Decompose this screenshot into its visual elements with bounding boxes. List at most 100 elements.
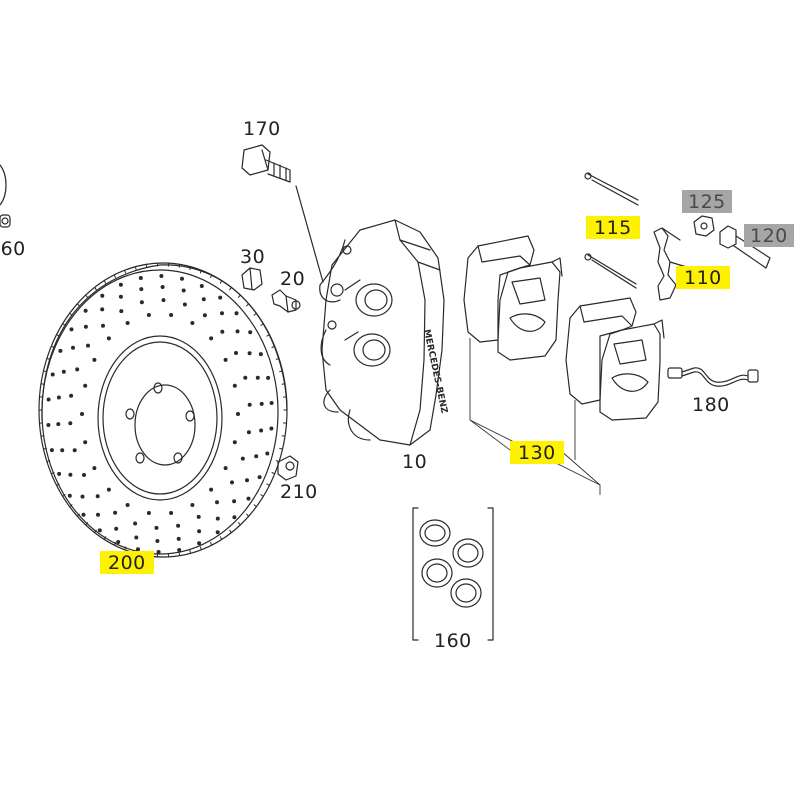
disc-hole xyxy=(119,295,123,299)
disc-hole xyxy=(182,289,186,293)
plug-210 xyxy=(278,456,298,480)
disc-drill-holes xyxy=(46,274,273,554)
disc-hole xyxy=(159,274,163,278)
disc-hole xyxy=(209,488,213,492)
disc-hole xyxy=(68,473,72,477)
disc-hole xyxy=(47,398,51,402)
callout-170: 170 xyxy=(243,118,281,140)
disc-hole xyxy=(68,421,72,425)
disc-hole xyxy=(269,427,273,431)
disc-hole xyxy=(258,475,262,479)
disc-hole xyxy=(162,298,166,302)
disc-hole xyxy=(209,336,213,340)
disc-hole xyxy=(270,401,274,405)
disc-hole xyxy=(256,376,260,380)
disc-hole xyxy=(202,297,206,301)
disc-hole xyxy=(197,541,201,545)
wear-sensor-180 xyxy=(668,368,758,386)
callout-120: 120 xyxy=(744,224,794,247)
disc-hole xyxy=(46,423,50,427)
disc-hole xyxy=(157,550,161,554)
callout-115: 115 xyxy=(586,216,640,239)
disc-hole xyxy=(259,352,263,356)
disc-hole xyxy=(119,309,123,313)
disc-hole xyxy=(254,454,258,458)
disc-hole xyxy=(107,488,111,492)
spring-clip-110 xyxy=(654,228,690,300)
bolt-260 xyxy=(0,165,10,227)
disc-hole xyxy=(50,448,54,452)
disc-hole xyxy=(180,277,184,281)
disc-hole xyxy=(51,373,55,377)
disc-hole xyxy=(243,376,247,380)
disc-hole xyxy=(98,528,102,532)
disc-hole xyxy=(107,336,111,340)
disc-hole xyxy=(216,530,220,534)
disc-hole xyxy=(133,522,137,526)
disc-hole xyxy=(69,394,73,398)
disc-hole xyxy=(235,311,239,315)
disc-hole xyxy=(82,513,86,517)
disc-hole xyxy=(58,349,62,353)
disc-hole xyxy=(96,494,100,498)
disc-hole xyxy=(84,309,88,313)
disc-hole xyxy=(73,448,77,452)
disc-hole xyxy=(119,283,123,287)
nut-125 xyxy=(694,216,714,236)
disc-hole xyxy=(248,351,252,355)
disc-hole xyxy=(234,351,238,355)
disc-hole xyxy=(260,402,264,406)
disc-hole xyxy=(101,324,105,328)
disc-hole xyxy=(82,473,86,477)
disc-hole xyxy=(62,370,66,374)
disc-hole xyxy=(233,440,237,444)
disc-hole xyxy=(161,285,165,289)
disc-hole xyxy=(147,313,151,317)
disc-hole xyxy=(126,321,130,325)
disc-hole xyxy=(83,384,87,388)
disc-hole xyxy=(177,537,181,541)
disc-hole xyxy=(232,499,236,503)
callout-125: 125 xyxy=(682,190,732,213)
disc-hole xyxy=(203,313,207,317)
disc-hole xyxy=(126,503,130,507)
disc-hole xyxy=(224,358,228,362)
disc-hole xyxy=(248,403,252,407)
disc-hole xyxy=(218,296,222,300)
disc-hole xyxy=(245,478,249,482)
disc-hole xyxy=(57,472,61,476)
disc-hole xyxy=(241,457,245,461)
callout-110: 110 xyxy=(676,266,730,289)
brake-pad-outer xyxy=(566,298,664,420)
disc-hole xyxy=(266,376,270,380)
disc-hole xyxy=(259,429,263,433)
disc-hole xyxy=(176,524,180,528)
disc-hole xyxy=(197,529,201,533)
disc-hole xyxy=(265,452,269,456)
disc-hole xyxy=(116,540,120,544)
callout-10: 10 xyxy=(402,451,427,473)
disc-hole xyxy=(155,539,159,543)
brake-disc-200 xyxy=(39,263,287,557)
disc-hole xyxy=(75,367,79,371)
callout-30: 30 xyxy=(240,246,265,268)
disc-hole xyxy=(134,536,138,540)
disc-hole xyxy=(71,346,75,350)
disc-hole xyxy=(248,330,252,334)
bleeder-30 xyxy=(242,268,262,290)
disc-hole xyxy=(80,412,84,416)
disc-hole xyxy=(247,497,251,501)
disc-hole xyxy=(92,466,96,470)
callout-180: 180 xyxy=(692,394,730,416)
disc-hole xyxy=(230,480,234,484)
callout-20: 20 xyxy=(280,268,305,290)
disc-hole xyxy=(224,466,228,470)
disc-hole xyxy=(84,325,88,329)
disc-hole xyxy=(96,513,100,517)
disc-hole xyxy=(220,311,224,315)
disc-hole xyxy=(177,548,181,552)
disc-hole xyxy=(57,396,61,400)
disc-hole xyxy=(100,307,104,311)
